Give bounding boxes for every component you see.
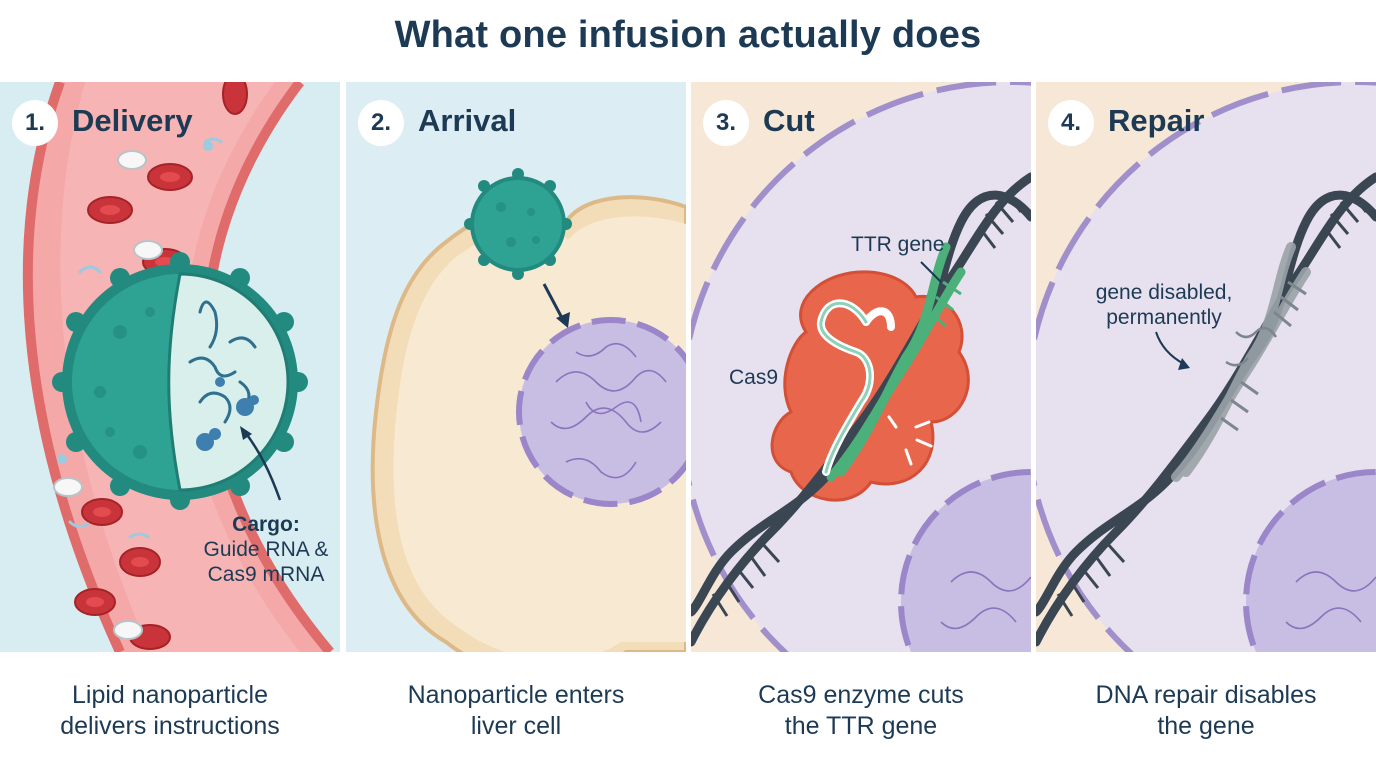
cut-illustration (691, 82, 1031, 652)
cargo-line2: Cas9 mRNA (207, 563, 325, 586)
white-blood-cells (53, 150, 163, 640)
step-title: Delivery (72, 103, 193, 138)
caption-delivery: Lipid nanoparticle delivers instructions (0, 680, 340, 742)
arrival-illustration (370, 168, 686, 652)
lipid-nanoparticle (52, 252, 308, 510)
caption-line: Cas9 enzyme cuts (758, 681, 964, 709)
note-line1: gene disabled, (1095, 281, 1233, 304)
cargo-line1: Guide RNA & (203, 538, 329, 561)
page-title: What one infusion actually does (394, 14, 982, 56)
panel-repair: 4. Repair gene disabled, permanently (1036, 82, 1376, 652)
note-line2: permanently (1106, 306, 1222, 329)
cell-nucleus (519, 320, 686, 504)
step-number-badge: 1. (12, 100, 58, 146)
disabled-note: gene disabled, permanently (1064, 280, 1264, 330)
nanoparticle (464, 168, 572, 280)
panel-arrival: 2. Arrival (346, 82, 686, 652)
panel-delivery: 1. Delivery Cargo: Guide RNA & Cas9 mRNA (0, 82, 340, 652)
cargo-arrow (243, 431, 282, 501)
step-title: Arrival (418, 103, 517, 138)
step-number-badge: 2. (358, 100, 404, 146)
step-number-badge: 4. (1048, 100, 1094, 146)
ttr-pointer (920, 261, 942, 283)
caption-line: the gene (1157, 712, 1255, 740)
caption-line: Lipid nanoparticle (72, 681, 268, 709)
cargo-heading: Cargo: (232, 513, 300, 536)
caption-line: DNA repair disables (1095, 681, 1317, 709)
step-number-badge: 3. (703, 100, 749, 146)
cas9-label: Cas9 (729, 366, 779, 389)
delivery-illustration (22, 82, 334, 652)
caption-repair: DNA repair disables the gene (1036, 680, 1376, 742)
caption-cut: Cas9 enzyme cuts the TTR gene (691, 680, 1031, 742)
caption-arrival: Nanoparticle enters liver cell (346, 680, 686, 742)
panel-cut: 3. Cut TTR gene Cas9 (691, 82, 1031, 652)
step-title: Repair (1108, 103, 1205, 138)
caption-line: Nanoparticle enters (407, 681, 625, 709)
caption-line: liver cell (470, 712, 562, 740)
entry-arrow (542, 283, 564, 319)
cargo-label: Cargo: Guide RNA & Cas9 mRNA (196, 512, 336, 587)
chromatin (550, 342, 667, 479)
caption-line: delivers instructions (60, 712, 280, 740)
step-title: Cut (763, 103, 815, 138)
cut-spark (887, 415, 933, 466)
repair-illustration (1036, 82, 1376, 652)
ttr-gene-label: TTR gene (851, 233, 945, 256)
caption-line: the TTR gene (784, 712, 938, 740)
